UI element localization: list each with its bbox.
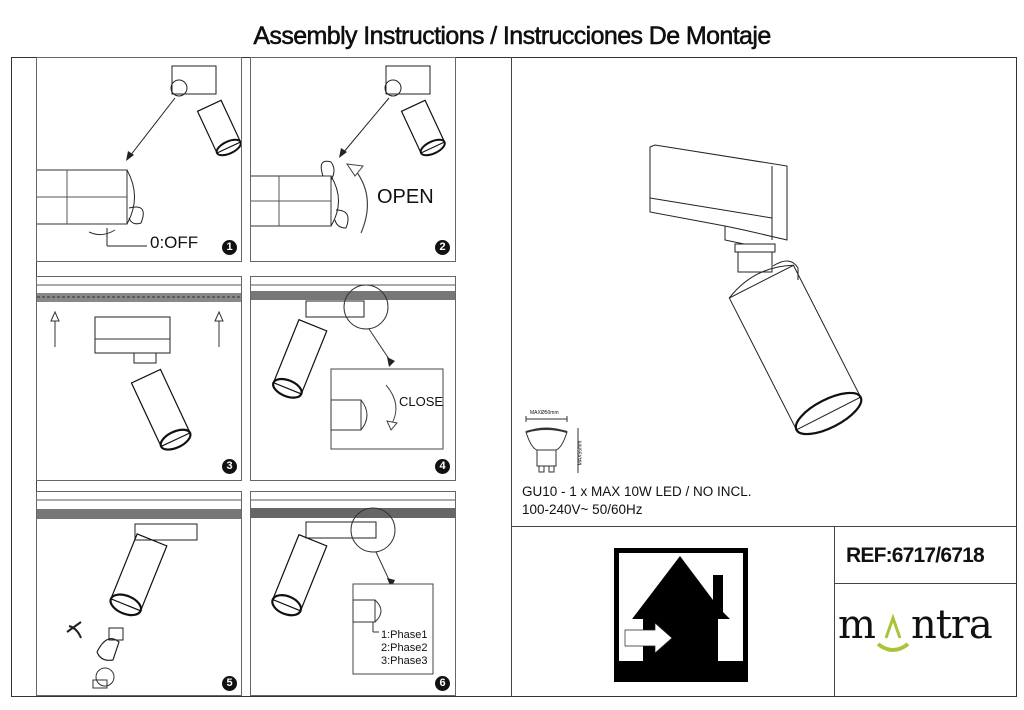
specs-line-1: GU10 - 1 x MAX 10W LED / NO INCL.: [522, 484, 752, 499]
step-1-panel: 0:OFF 1: [36, 57, 242, 262]
step-6-panel: 1:Phase1 2:Phase2 3:Phase3 6: [250, 491, 456, 696]
step-5-panel: 5: [36, 491, 242, 696]
step-2-illustration: [251, 65, 446, 234]
step-2-panel: OPEN 2: [250, 57, 456, 262]
step-6-phase-2: 2:Phase2: [381, 642, 428, 654]
step-3-panel: 3: [36, 276, 242, 481]
step-3-badge: 3: [222, 459, 237, 474]
specs-divider: [511, 526, 1017, 527]
step-6-phase-3: 3:Phase3: [381, 655, 428, 667]
step-4-label: CLOSE: [399, 394, 444, 409]
brand-logo-accent: [875, 602, 911, 652]
step-5-badge: 5: [222, 676, 237, 691]
specs-line-2: 100-240V~ 50/60Hz: [522, 502, 643, 517]
brand-logo-right: ntra: [910, 602, 993, 648]
step-1-label: 0:OFF: [150, 233, 199, 252]
page-title: Assembly Instructions / Instrucciones De…: [253, 22, 771, 51]
brand-logo: m ntra: [838, 602, 993, 652]
ref-column-divider: [834, 526, 835, 697]
step-1-badge: 1: [222, 240, 237, 255]
column-divider: [511, 57, 512, 697]
step-5-illustration: [37, 499, 241, 689]
step-3-illustration: [37, 284, 241, 451]
step-6-badge: 6: [435, 676, 450, 691]
brand-logo-left: m: [838, 602, 876, 648]
step-4-illustration: [251, 284, 455, 450]
reference-number: REF:6717/6718: [846, 544, 985, 567]
step-4-badge: 4: [435, 459, 450, 474]
step-2-badge: 2: [435, 240, 450, 255]
step-6-phase-1: 1:Phase1: [381, 629, 428, 641]
step-2-label: OPEN: [377, 186, 434, 208]
step-6-illustration: [251, 499, 455, 675]
step-4-panel: CLOSE 4: [250, 276, 456, 481]
ref-divider: [834, 583, 1017, 584]
step-1-illustration: [37, 65, 241, 247]
bulb-height-label: MAX55mm: [577, 440, 584, 466]
instruction-sheet-frame: [11, 57, 1017, 697]
bulb-width-label: MAXØ50mm: [530, 410, 559, 416]
